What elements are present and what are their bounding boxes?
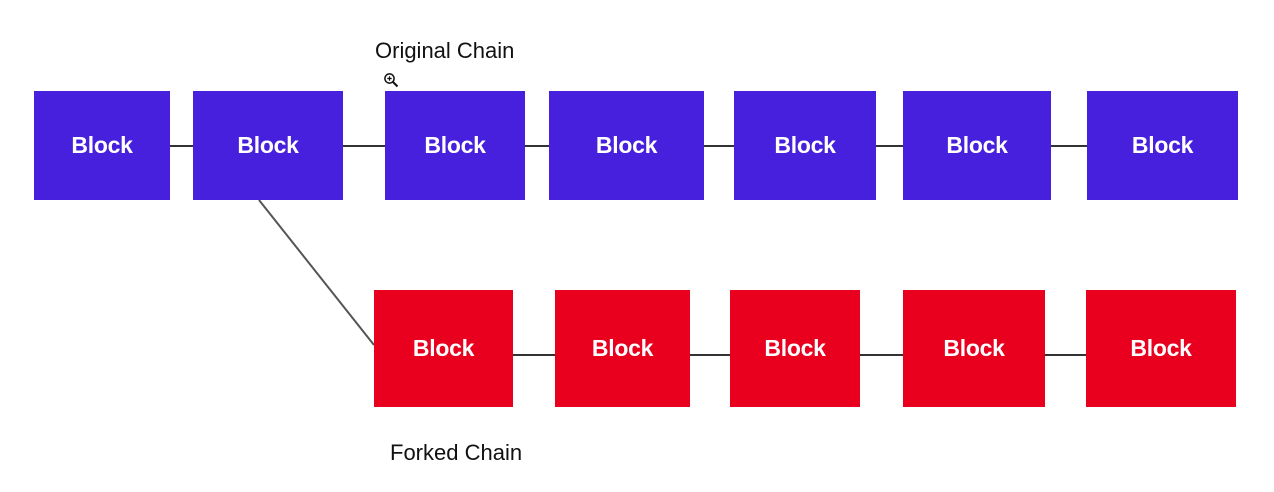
block-label: Block xyxy=(764,335,826,361)
original-block-2: Block xyxy=(193,91,343,200)
original-block-3: Block xyxy=(385,91,525,200)
forked-block-5: Block xyxy=(1086,290,1236,407)
zoom-in-icon xyxy=(384,73,399,88)
block-label: Block xyxy=(71,132,133,158)
original-block-1: Block xyxy=(34,91,170,200)
block-label: Block xyxy=(595,132,658,158)
forked-block-2: Block xyxy=(555,290,690,407)
original-block-4: Block xyxy=(549,91,704,200)
block-label: Block xyxy=(774,132,836,158)
block-label: Block xyxy=(1131,132,1194,158)
forked-chain-label: Forked Chain xyxy=(390,440,523,465)
block-label: Block xyxy=(946,132,1008,158)
block-label: Block xyxy=(1130,335,1192,361)
block-label: Block xyxy=(237,132,299,158)
forked-block-1: Block xyxy=(374,290,513,407)
original-block-6: Block xyxy=(903,91,1051,200)
block-label: Block xyxy=(424,132,486,158)
original-block-7: Block xyxy=(1087,91,1238,200)
block-label: Block xyxy=(412,335,475,361)
forked-block-4: Block xyxy=(903,290,1045,407)
original-block-5: Block xyxy=(734,91,876,200)
forked-block-3: Block xyxy=(730,290,860,407)
block-label: Block xyxy=(943,335,1005,361)
block-label: Block xyxy=(591,335,654,361)
fork-link xyxy=(258,199,375,346)
original-chain-label: Original Chain xyxy=(375,38,515,63)
